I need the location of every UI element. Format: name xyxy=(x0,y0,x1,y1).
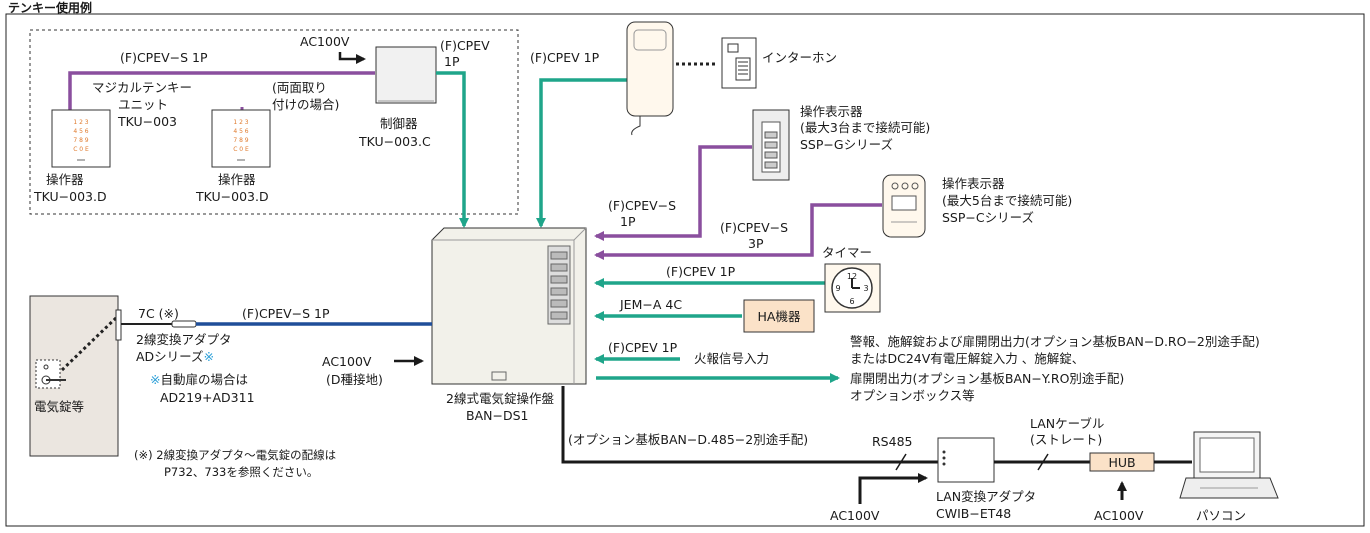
main-panel xyxy=(431,227,587,385)
ha-label: HA機器 xyxy=(758,309,801,324)
outputs-l2: またはDC24V有電圧解錠入力 、施解錠、 xyxy=(850,351,1084,366)
keypad-2-model: TKU−003.D xyxy=(195,189,269,204)
tenkey-controller xyxy=(375,46,437,104)
keypad-2: 1 2 3 4 5 6 7 8 9 C 0 E xyxy=(211,109,271,168)
tenkey-both-l2: 付けの場合) xyxy=(272,97,339,112)
lock-cable-label: (F)CPEV−S 1P xyxy=(242,306,330,321)
tenkey-unit-l3: TKU−003 xyxy=(117,114,177,129)
ha-cable-label: JEM−A 4C xyxy=(619,297,682,312)
tenkey-controller-name: 制御器 xyxy=(380,116,418,131)
lan-adapter-l2: CWIB−ET48 xyxy=(936,506,1011,521)
svg-text:3: 3 xyxy=(863,284,868,293)
sspg-cable-l2: 1P xyxy=(620,214,636,229)
lock-device xyxy=(35,359,66,389)
fire-cable-label: (F)CPEV 1P xyxy=(608,340,678,355)
keypad-1-name: 操作器 xyxy=(46,172,84,187)
lock-wire-label: 7C (※) xyxy=(138,306,179,321)
sspg-l2: (最大3台まで接続可能) xyxy=(800,120,930,135)
panel-ac-l2: (D種接地) xyxy=(326,372,383,387)
keypad-2-name: 操作器 xyxy=(218,172,256,187)
intercom-line xyxy=(536,78,627,228)
intercom-station xyxy=(721,37,757,89)
keypad-1-model: TKU−003.D xyxy=(33,189,107,204)
intercom-handset xyxy=(626,21,674,136)
svg-text:C 0 E: C 0 E xyxy=(233,146,249,153)
diagram-title: テンキー使用例 xyxy=(8,0,92,15)
note-l2: P732、733を参照ください。 xyxy=(164,465,318,479)
sspc-l3: SSP−Cシリーズ xyxy=(942,210,1034,225)
sspc-line xyxy=(594,203,882,260)
sspg-l1: 操作表示器 xyxy=(800,104,863,119)
outputs-l1: 警報、施解錠および扉開閉出力(オプション基板BAN−D.RO−2別途手配) xyxy=(850,334,1260,349)
keypad-1: 1 2 3 4 5 6 7 8 9 C 0 E xyxy=(51,109,111,168)
tenkey-ctrl-cable-l1: (F)CPEV xyxy=(440,38,490,53)
sspg-cable-l1: (F)CPEV−S xyxy=(608,198,676,213)
pc-icon xyxy=(1179,431,1279,499)
sspg-line xyxy=(594,145,752,241)
rs485-label: RS485 xyxy=(872,434,912,449)
panel-ac-l1: AC100V xyxy=(322,354,372,369)
auto-door-l1: ※自動扉の場合は xyxy=(150,372,248,387)
panel-l2: BAN−DS1 xyxy=(466,408,528,423)
lan-cable-l2: (ストレート) xyxy=(1030,432,1102,447)
timer-device: 12 3 6 9 xyxy=(824,263,881,313)
hub-label: HUB xyxy=(1108,455,1135,470)
svg-text:1 2 3: 1 2 3 xyxy=(233,119,248,126)
fire-label: 火報信号入力 xyxy=(694,351,769,366)
timer-label: タイマー xyxy=(822,245,872,260)
lock-adapter xyxy=(171,320,197,328)
lan-adapter-l1: LAN変換アダプタ xyxy=(936,489,1036,504)
svg-text:6: 6 xyxy=(849,297,854,306)
outputs-l4: オプションボックス等 xyxy=(850,388,975,403)
lock-terminal xyxy=(115,309,122,341)
svg-text:7 8 9: 7 8 9 xyxy=(233,137,248,144)
adapter-l2: ADシリーズ※ xyxy=(136,349,214,364)
sspg-l3: SSP−Gシリーズ xyxy=(800,137,893,152)
auto-door-l2: AD219+AD311 xyxy=(160,390,255,405)
intercom-cable-label: (F)CPEV 1P xyxy=(530,50,600,65)
lan-ac1-label: AC100V xyxy=(830,508,880,523)
rs485-line xyxy=(561,386,938,464)
sspc-device xyxy=(882,174,926,238)
svg-text:C 0 E: C 0 E xyxy=(73,146,89,153)
lock-label: 電気錠等 xyxy=(34,399,84,414)
sspc-l1: 操作表示器 xyxy=(942,176,1005,191)
svg-text:12: 12 xyxy=(847,272,857,281)
pc-label: パソコン xyxy=(1196,508,1246,523)
svg-text:7 8 9: 7 8 9 xyxy=(73,137,88,144)
sspc-l2: (最大5台まで接続可能) xyxy=(942,193,1072,208)
note-l1: (※) 2線変換アダプタ〜電気錠の配線は xyxy=(134,448,336,462)
sspg-device xyxy=(752,109,790,181)
svg-text:9: 9 xyxy=(835,284,840,293)
tenkey-unit-l1: マジカルテンキー xyxy=(92,80,192,95)
lan-option-label: (オプション基板BAN−D.485−2別途手配) xyxy=(568,432,808,447)
lan-cable-l1: LANケーブル xyxy=(1030,416,1104,431)
tenkey-ctrl-cable-l2: 1P xyxy=(444,54,460,69)
outputs-l3: 扉開閉出力(オプション基板BAN−Y.RO別途手配) xyxy=(850,371,1124,386)
tenkey-ac-label: AC100V xyxy=(300,34,350,49)
svg-text:4 5 6: 4 5 6 xyxy=(233,128,248,135)
outer-frame xyxy=(5,13,1365,527)
tenkey-both-l1: (両面取り xyxy=(272,80,327,95)
svg-text:4 5 6: 4 5 6 xyxy=(73,128,88,135)
ha-device xyxy=(743,299,815,333)
adapter-note-mark: ※ xyxy=(204,349,214,364)
tenkey-to-panel-line xyxy=(436,71,469,228)
sspc-cable-l1: (F)CPEV−S xyxy=(720,220,788,235)
lan-ac2-label: AC100V xyxy=(1094,508,1144,523)
intercom-label: インターホン xyxy=(762,50,837,65)
svg-text:1 2 3: 1 2 3 xyxy=(73,119,88,126)
sspc-cable-l2: 3P xyxy=(748,236,764,251)
lan-adapter-ac-arrow xyxy=(858,473,928,504)
adapter-l1: 2線変換アダプタ xyxy=(136,332,231,347)
lock-dotted-wire xyxy=(60,314,120,372)
tenkey-controller-model: TKU−003.C xyxy=(358,134,431,149)
panel-l1: 2線式電気錠操作盤 xyxy=(446,391,554,406)
tenkey-unit-l2: ユニット xyxy=(118,97,168,112)
tenkey-ac-arrow xyxy=(338,52,366,64)
tenkey-cable-label: (F)CPEV−S 1P xyxy=(120,50,208,65)
lan-adapter xyxy=(937,437,995,483)
timer-cable-label: (F)CPEV 1P xyxy=(666,264,736,279)
